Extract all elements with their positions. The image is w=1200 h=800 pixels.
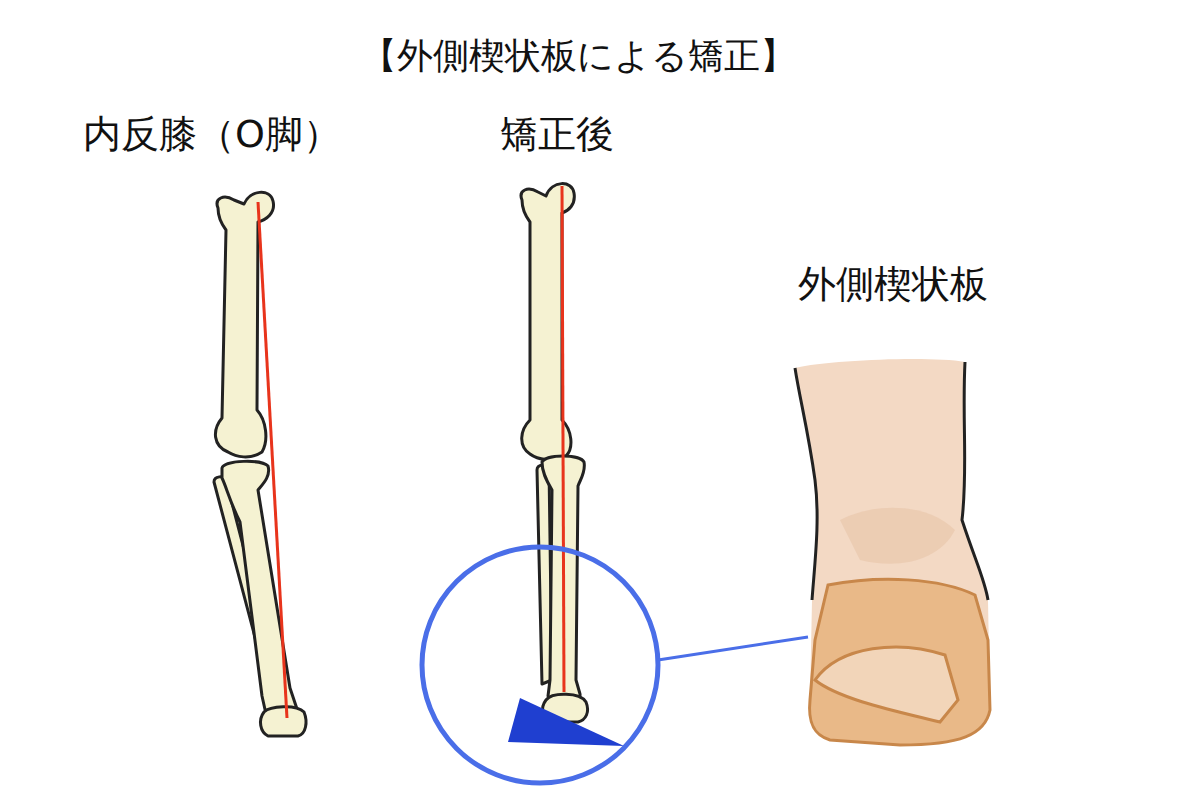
shin-shade [840, 508, 955, 564]
axis-line [562, 186, 564, 692]
zoom-circle [422, 547, 658, 783]
corrected-leg-bones [521, 184, 587, 722]
label-holder: 矯正後 [500, 112, 614, 158]
label-holder: 内反膝（O脚） [83, 112, 341, 158]
diagram-title: 【外側楔状板による矯正】 [361, 34, 796, 77]
tibia [222, 461, 298, 720]
insole-opening [815, 647, 958, 722]
axis-line [258, 202, 287, 718]
wedge-insole [810, 579, 990, 745]
foot-bones [261, 707, 306, 736]
figure-label: 矯正後 [500, 112, 614, 158]
femur [521, 184, 574, 460]
figure-label: 外側楔状板 [798, 262, 988, 308]
foot-illustration [795, 359, 990, 745]
lower-leg-skin [795, 359, 990, 745]
label-holder: 【外側楔状板による矯正】 [361, 34, 796, 77]
skin-outline [795, 368, 817, 600]
figure-label: 内反膝（O脚） [83, 112, 341, 158]
wedge-symbol [508, 698, 624, 746]
label-holder: 外側楔状板 [798, 262, 988, 308]
leader-line [658, 637, 808, 660]
varus-leg-bones [214, 192, 306, 736]
skin-outline [962, 362, 988, 600]
